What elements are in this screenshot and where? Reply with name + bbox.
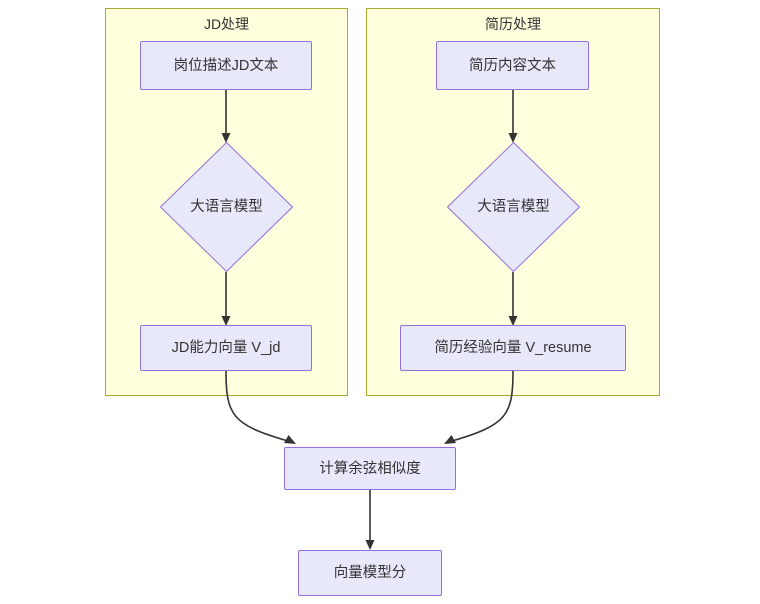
node-jd-text[interactable]: 岗位描述JD文本 — [140, 41, 312, 90]
node-resume-vector-label: 简历经验向量 V_resume — [434, 340, 592, 356]
edge-cosine-to-vector-score — [365, 490, 375, 550]
diamond-shape-resume-llm — [447, 142, 580, 272]
edge-resume-text-to-resume-llm — [508, 90, 518, 143]
edge-jd-text-to-jd-llm — [221, 90, 231, 143]
node-vector-score-label: 向量模型分 — [333, 565, 407, 581]
node-resume-text-label: 简历内容文本 — [469, 57, 556, 74]
node-resume-text[interactable]: 简历内容文本 — [436, 41, 589, 90]
node-vector-score[interactable]: 向量模型分 — [298, 550, 442, 596]
node-resume-llm[interactable]: 大语言模型 — [447, 142, 580, 272]
edge-resume-vector-to-cosine — [444, 370, 514, 444]
cluster-jd-title: JD处理 — [203, 16, 250, 32]
edge-resume-llm-to-resume-vector — [508, 272, 518, 326]
node-jd-vector[interactable]: JD能力向量 V_jd — [140, 325, 312, 371]
node-jd-vector-label: JD能力向量 V_jd — [171, 340, 281, 356]
node-resume-vector[interactable]: 简历经验向量 V_resume — [400, 325, 626, 371]
edge-jd-vector-to-cosine — [225, 370, 296, 444]
node-jd-llm[interactable]: 大语言模型 — [160, 142, 293, 272]
cluster-resume-title: 简历处理 — [485, 16, 541, 32]
node-cosine-similarity[interactable]: 计算余弦相似度 — [284, 447, 456, 490]
node-cosine-similarity-label: 计算余弦相似度 — [319, 460, 421, 477]
diamond-shape-jd-llm — [160, 142, 293, 272]
node-jd-text-label: 岗位描述JD文本 — [173, 57, 279, 74]
edge-jd-llm-to-jd-vector — [221, 272, 231, 326]
